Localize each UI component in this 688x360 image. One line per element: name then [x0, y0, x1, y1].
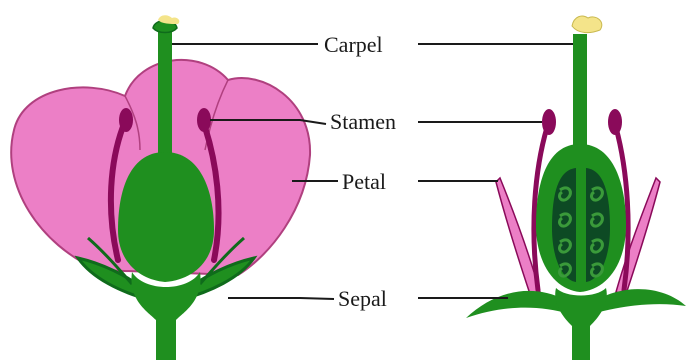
- sepal-leader-left: [228, 298, 334, 299]
- left-stamen-anther-left: [119, 108, 133, 132]
- right-stigma: [572, 16, 602, 33]
- sepal-label: Sepal: [338, 286, 387, 311]
- label-petal-group: Petal: [292, 169, 498, 194]
- left-receptacle: [131, 272, 200, 360]
- right-receptacle: [555, 288, 607, 360]
- left-stamen-anther-right: [197, 108, 211, 132]
- right-stamen-anther-left: [542, 109, 556, 135]
- carpel-label: Carpel: [324, 32, 383, 57]
- right-stamen-anther-right: [608, 109, 622, 135]
- stamen-label: Stamen: [330, 109, 396, 134]
- left-carpel-style: [158, 30, 172, 160]
- petal-label: Petal: [342, 169, 386, 194]
- label-carpel-group: Carpel: [172, 32, 573, 57]
- right-sepal-left: [466, 291, 570, 318]
- left-flower: [11, 15, 310, 360]
- label-sepal-group: Sepal: [228, 286, 508, 311]
- right-flower: [466, 16, 686, 360]
- left-ovary: [118, 152, 214, 282]
- right-ovary: [536, 144, 626, 292]
- right-carpel-style: [573, 34, 587, 154]
